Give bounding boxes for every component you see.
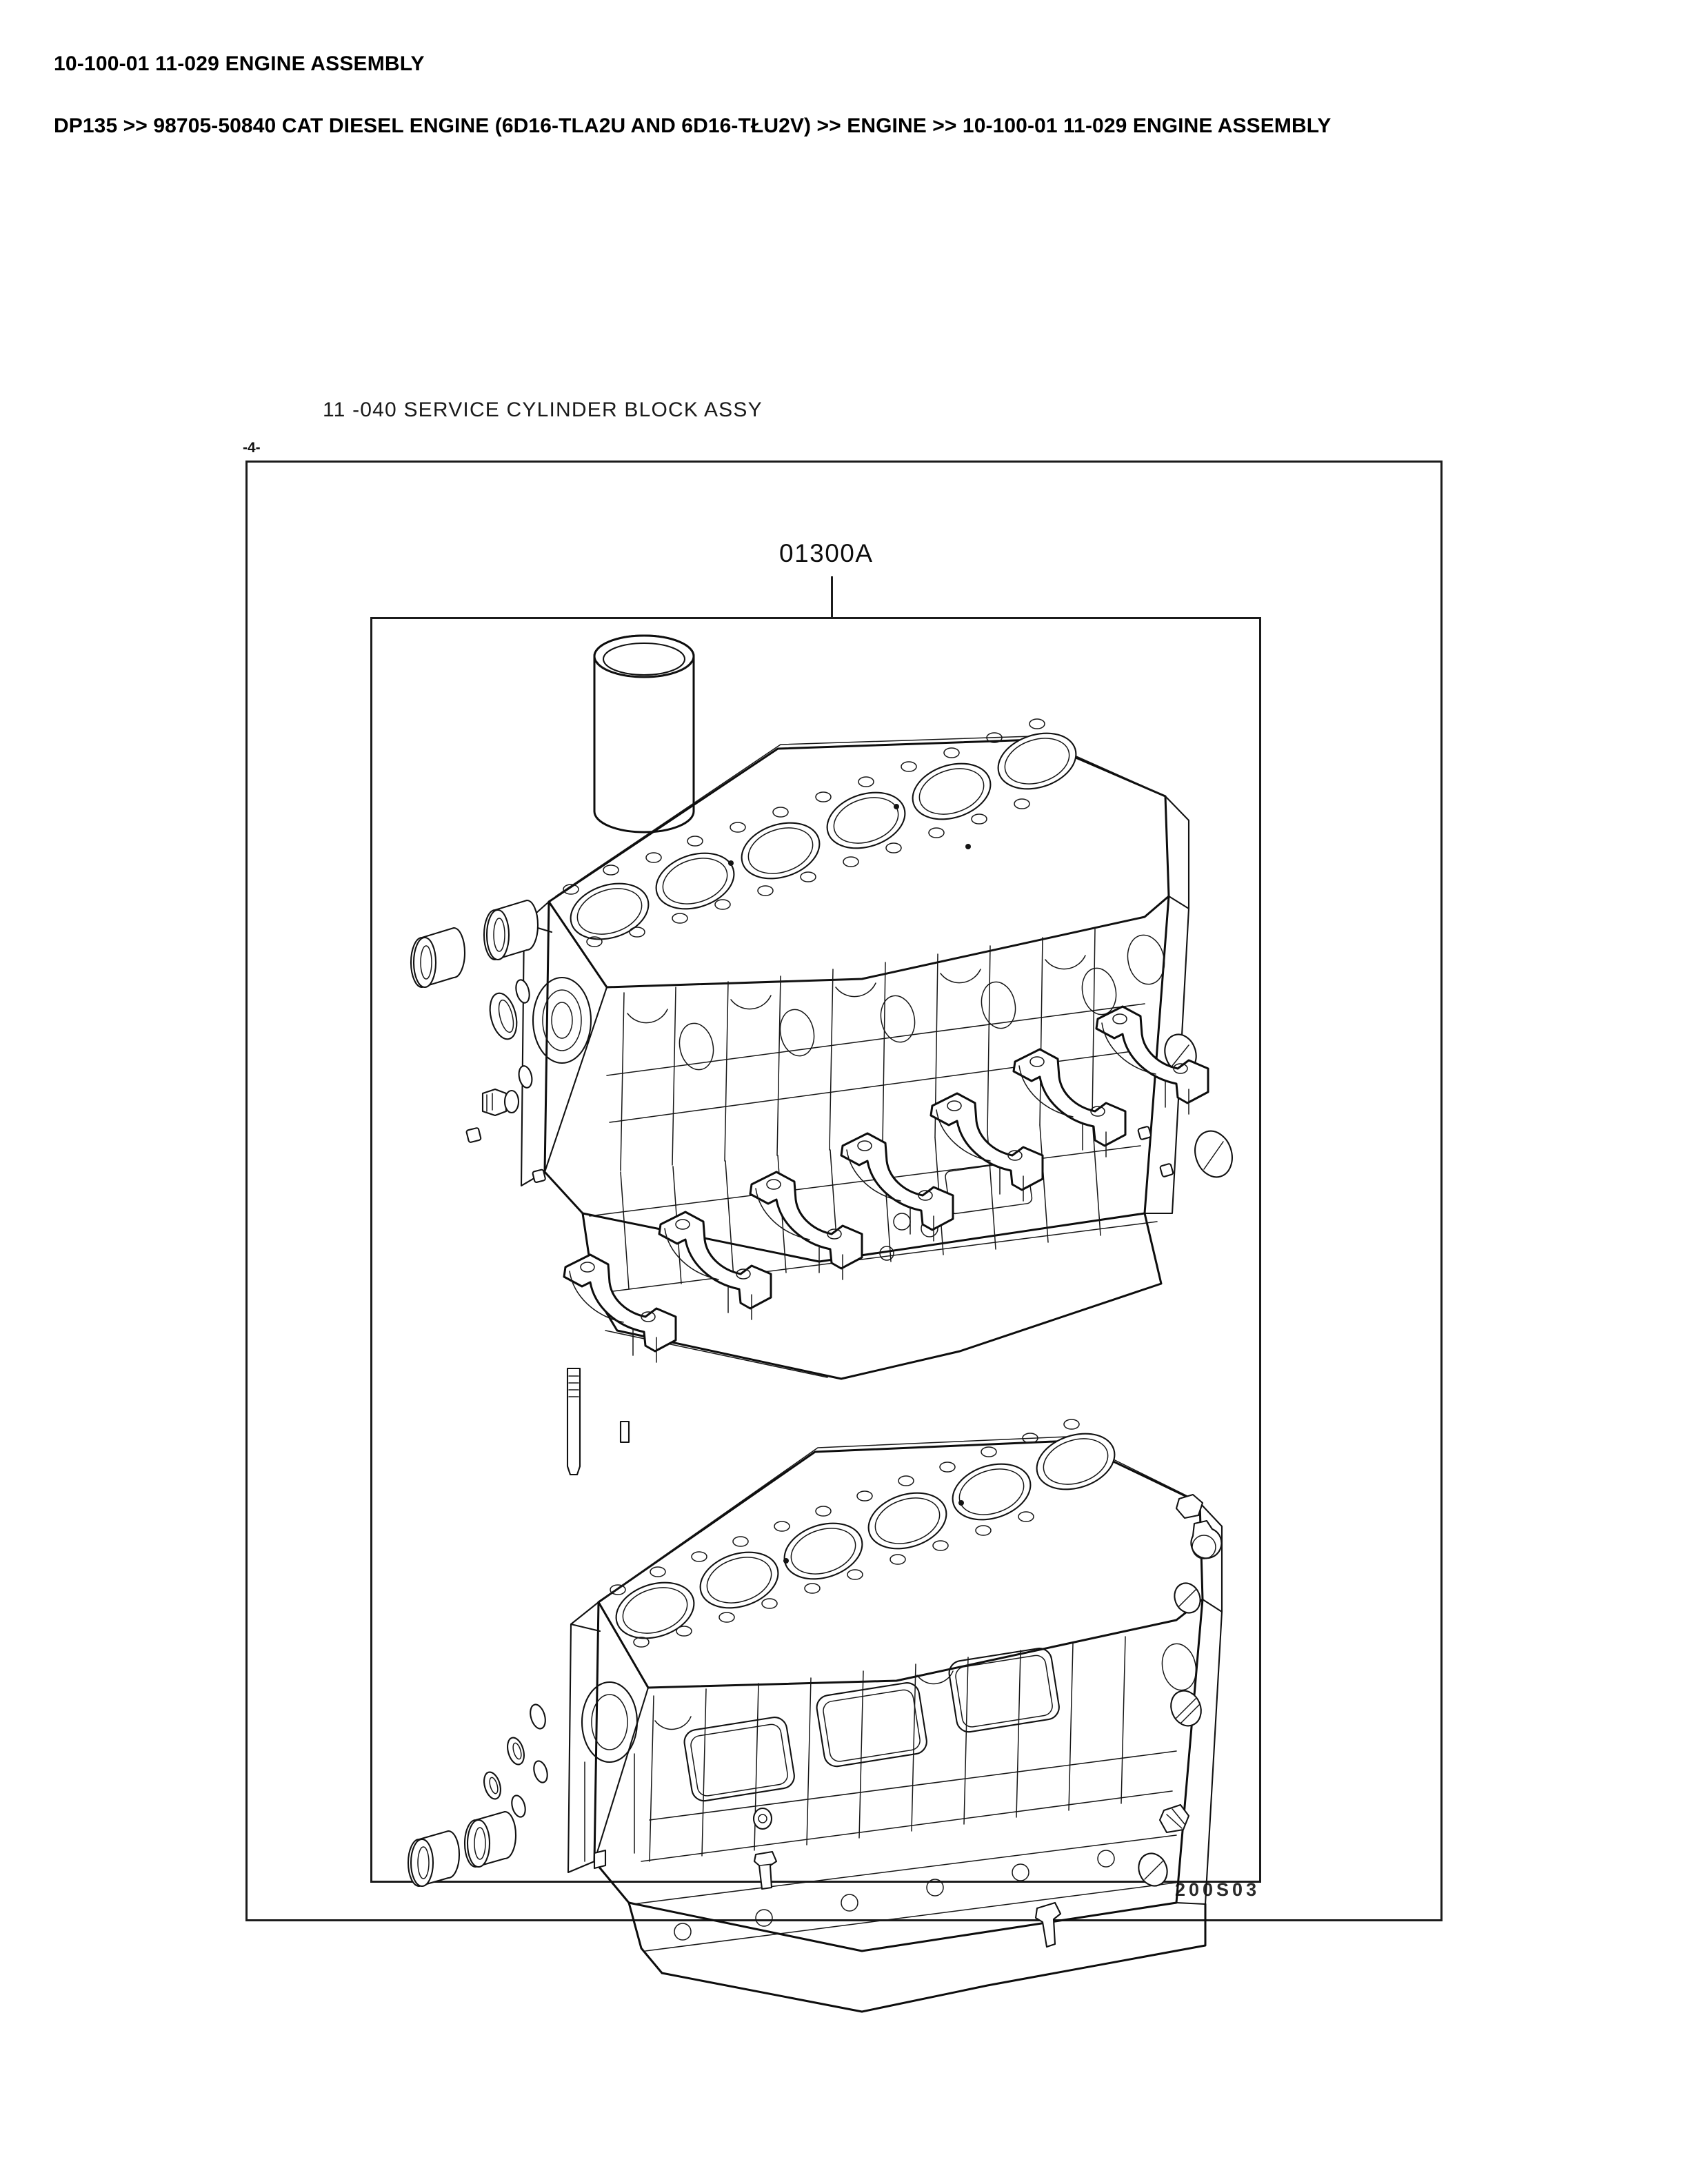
bushings-and-plugs-lower bbox=[407, 1703, 548, 1888]
part-number-leader-line bbox=[831, 576, 833, 618]
dowel-pin bbox=[1158, 1803, 1190, 1834]
page-marker: -4- bbox=[243, 440, 261, 456]
core-plug bbox=[1174, 1582, 1201, 1614]
flange-bolt bbox=[753, 1850, 778, 1890]
cylinder-block-upper-view bbox=[520, 718, 1190, 1380]
dowel-pin bbox=[465, 1127, 482, 1143]
core-plug bbox=[483, 1771, 501, 1800]
figure-caption: 11 -040 SERVICE CYLINDER BLOCK ASSY bbox=[323, 398, 763, 421]
core-plug bbox=[511, 1794, 526, 1818]
main-bearing-cap bbox=[563, 1253, 677, 1363]
main-bearing-cap bbox=[930, 1092, 1044, 1202]
bushings-and-plugs-upper bbox=[410, 899, 546, 1183]
core-plug bbox=[507, 1737, 525, 1766]
core-plug bbox=[752, 1807, 773, 1830]
main-bearing-cap bbox=[658, 1211, 772, 1320]
block-openings-upper bbox=[679, 967, 1117, 1261]
camshaft-bushing bbox=[407, 1830, 461, 1888]
cylinder-block-lower-view bbox=[567, 1419, 1223, 2013]
flange-bolt bbox=[1034, 1901, 1062, 1948]
block-ribs-lower bbox=[632, 1636, 1177, 1905]
core-plug bbox=[515, 979, 530, 1004]
part-number-callout: 01300A bbox=[779, 539, 874, 567]
flange-bolt bbox=[1190, 1519, 1223, 1559]
camshaft-bushing bbox=[410, 927, 466, 989]
core-plug bbox=[1170, 1690, 1202, 1727]
camshaft-bushing bbox=[463, 1810, 517, 1868]
dowel-pin bbox=[593, 1849, 607, 1870]
dowel-pin bbox=[481, 1088, 520, 1117]
core-plug bbox=[489, 992, 518, 1040]
main-bearing-cap bbox=[840, 1132, 954, 1242]
plugs-and-bolts-right-lower bbox=[1034, 1493, 1223, 1948]
dowel-pin bbox=[532, 1169, 546, 1183]
main-bearing-cap bbox=[1095, 1005, 1209, 1115]
breadcrumb: DP135 >> 98705-50840 CAT DIESEL ENGINE (… bbox=[54, 114, 1332, 137]
dowel-pin bbox=[1175, 1493, 1204, 1519]
block-ribs-upper bbox=[589, 929, 1158, 1378]
dowel-pin bbox=[518, 1065, 533, 1089]
cylinder-liner-part bbox=[593, 634, 695, 833]
camshaft-bushing bbox=[483, 899, 539, 961]
block-side-windows bbox=[683, 1648, 1060, 1802]
head-bolt-holes bbox=[610, 1419, 1080, 1648]
drawing-number: 200S03 bbox=[1175, 1879, 1260, 1900]
bottom-center-parts bbox=[593, 1807, 778, 1890]
main-bearing-caps bbox=[563, 1005, 1209, 1363]
core-plug bbox=[1138, 1852, 1168, 1887]
dowel-pin bbox=[619, 1420, 630, 1444]
main-bearing-cap bbox=[1012, 1048, 1127, 1157]
drawing-inner-frame bbox=[370, 617, 1261, 1883]
core-plug bbox=[533, 1760, 548, 1783]
long-bolt bbox=[566, 1367, 581, 1476]
page-title: 10-100-01 11-029 ENGINE ASSEMBLY bbox=[54, 52, 425, 75]
head-bolt-holes bbox=[563, 718, 1045, 947]
main-bearing-cap bbox=[749, 1171, 863, 1280]
core-plug bbox=[530, 1703, 546, 1730]
drawing-outer-frame bbox=[245, 461, 1443, 1921]
